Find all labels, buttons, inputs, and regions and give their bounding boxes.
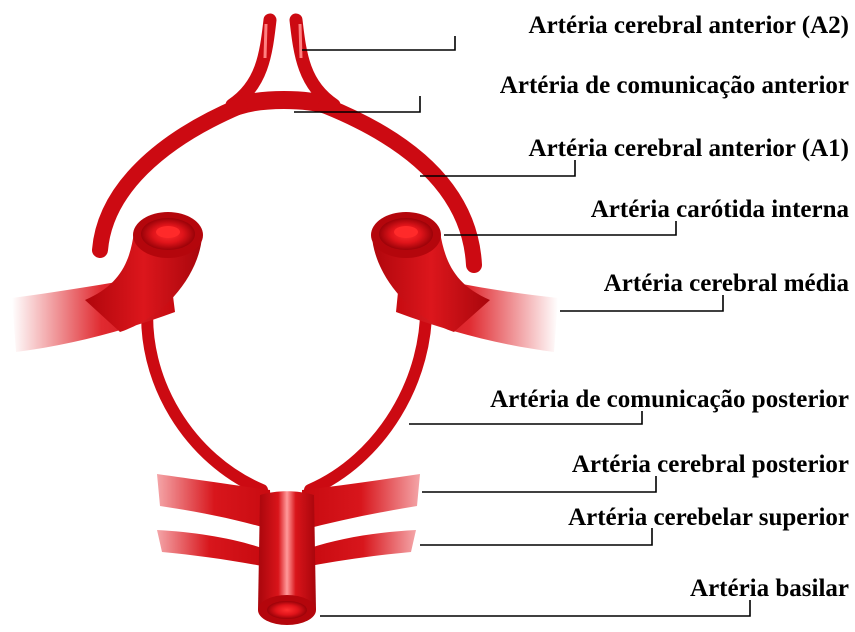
label-sca: Artéria cerebelar superior (568, 504, 849, 531)
label-acom: Artéria de comunicação anterior (500, 72, 849, 99)
label-aca-a2: Artéria cerebral anterior (A2) (529, 12, 849, 39)
label-pcom: Artéria de comunicação posterior (490, 386, 849, 413)
leader-mca (560, 295, 723, 311)
posterior-communicating-artery-left (147, 300, 262, 490)
basilar-artery-body (258, 491, 316, 610)
arteries (12, 20, 558, 625)
posterior-communicating-artery-right (310, 298, 426, 490)
anterior-communicating-artery (238, 100, 330, 106)
leader-pca (422, 476, 656, 492)
leader-aca-a2 (302, 36, 455, 50)
superior-cerebellar-artery-right (310, 530, 416, 566)
label-basilar: Artéria basilar (690, 575, 849, 602)
superior-cerebellar-artery-left (157, 530, 262, 566)
label-mca: Artéria cerebral média (604, 270, 850, 297)
leader-basilar (320, 600, 750, 616)
label-ica: Artéria carótida interna (591, 196, 850, 223)
label-aca-a1: Artéria cerebral anterior (A1) (529, 135, 849, 162)
label-pca: Artéria cerebral posterior (572, 451, 849, 478)
leader-ica (444, 221, 676, 235)
